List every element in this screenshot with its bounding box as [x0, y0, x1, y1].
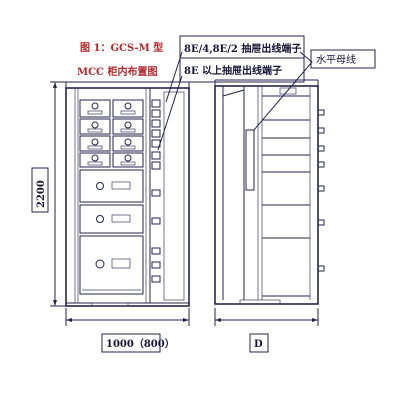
side-handle-icons: [317, 109, 325, 272]
side-view-cabinet: [214, 79, 325, 305]
callout-large-drawer-terminal: 8E 以上抽屉出线端子: [184, 64, 282, 77]
terminal-block-column: [151, 99, 161, 283]
front-view-cabinet: [65, 81, 190, 307]
depth-dimension: [214, 308, 319, 353]
front-cabinet-outline: [65, 87, 190, 307]
side-drawer-rails: [261, 86, 311, 300]
width-dimension: [65, 308, 190, 353]
busbar-label-box: [310, 49, 376, 69]
diagram-title-line2: MCC 柜内布置图: [77, 65, 157, 78]
height-dimension: [31, 81, 66, 307]
callout-small-drawer-terminal: 8E/4,8E/2 抽屉出线端子: [184, 42, 301, 55]
small-drawer-group: [79, 99, 144, 168]
dimension-depth-label: D: [254, 339, 263, 350]
dimension-height-label: 2200: [36, 180, 47, 208]
large-drawer-group: [79, 169, 144, 295]
callout-horizontal-busbar: 水平母线: [316, 53, 356, 66]
dimension-width-label: 1000（800）: [106, 337, 175, 350]
side-cabinet-outline: [214, 85, 319, 305]
drawer-handle-icons: [87, 102, 136, 166]
callout-box: [179, 35, 305, 83]
diagram-title-line1: 图 1：GCS-M 型: [80, 41, 163, 54]
callout-leaders: [157, 51, 313, 151]
